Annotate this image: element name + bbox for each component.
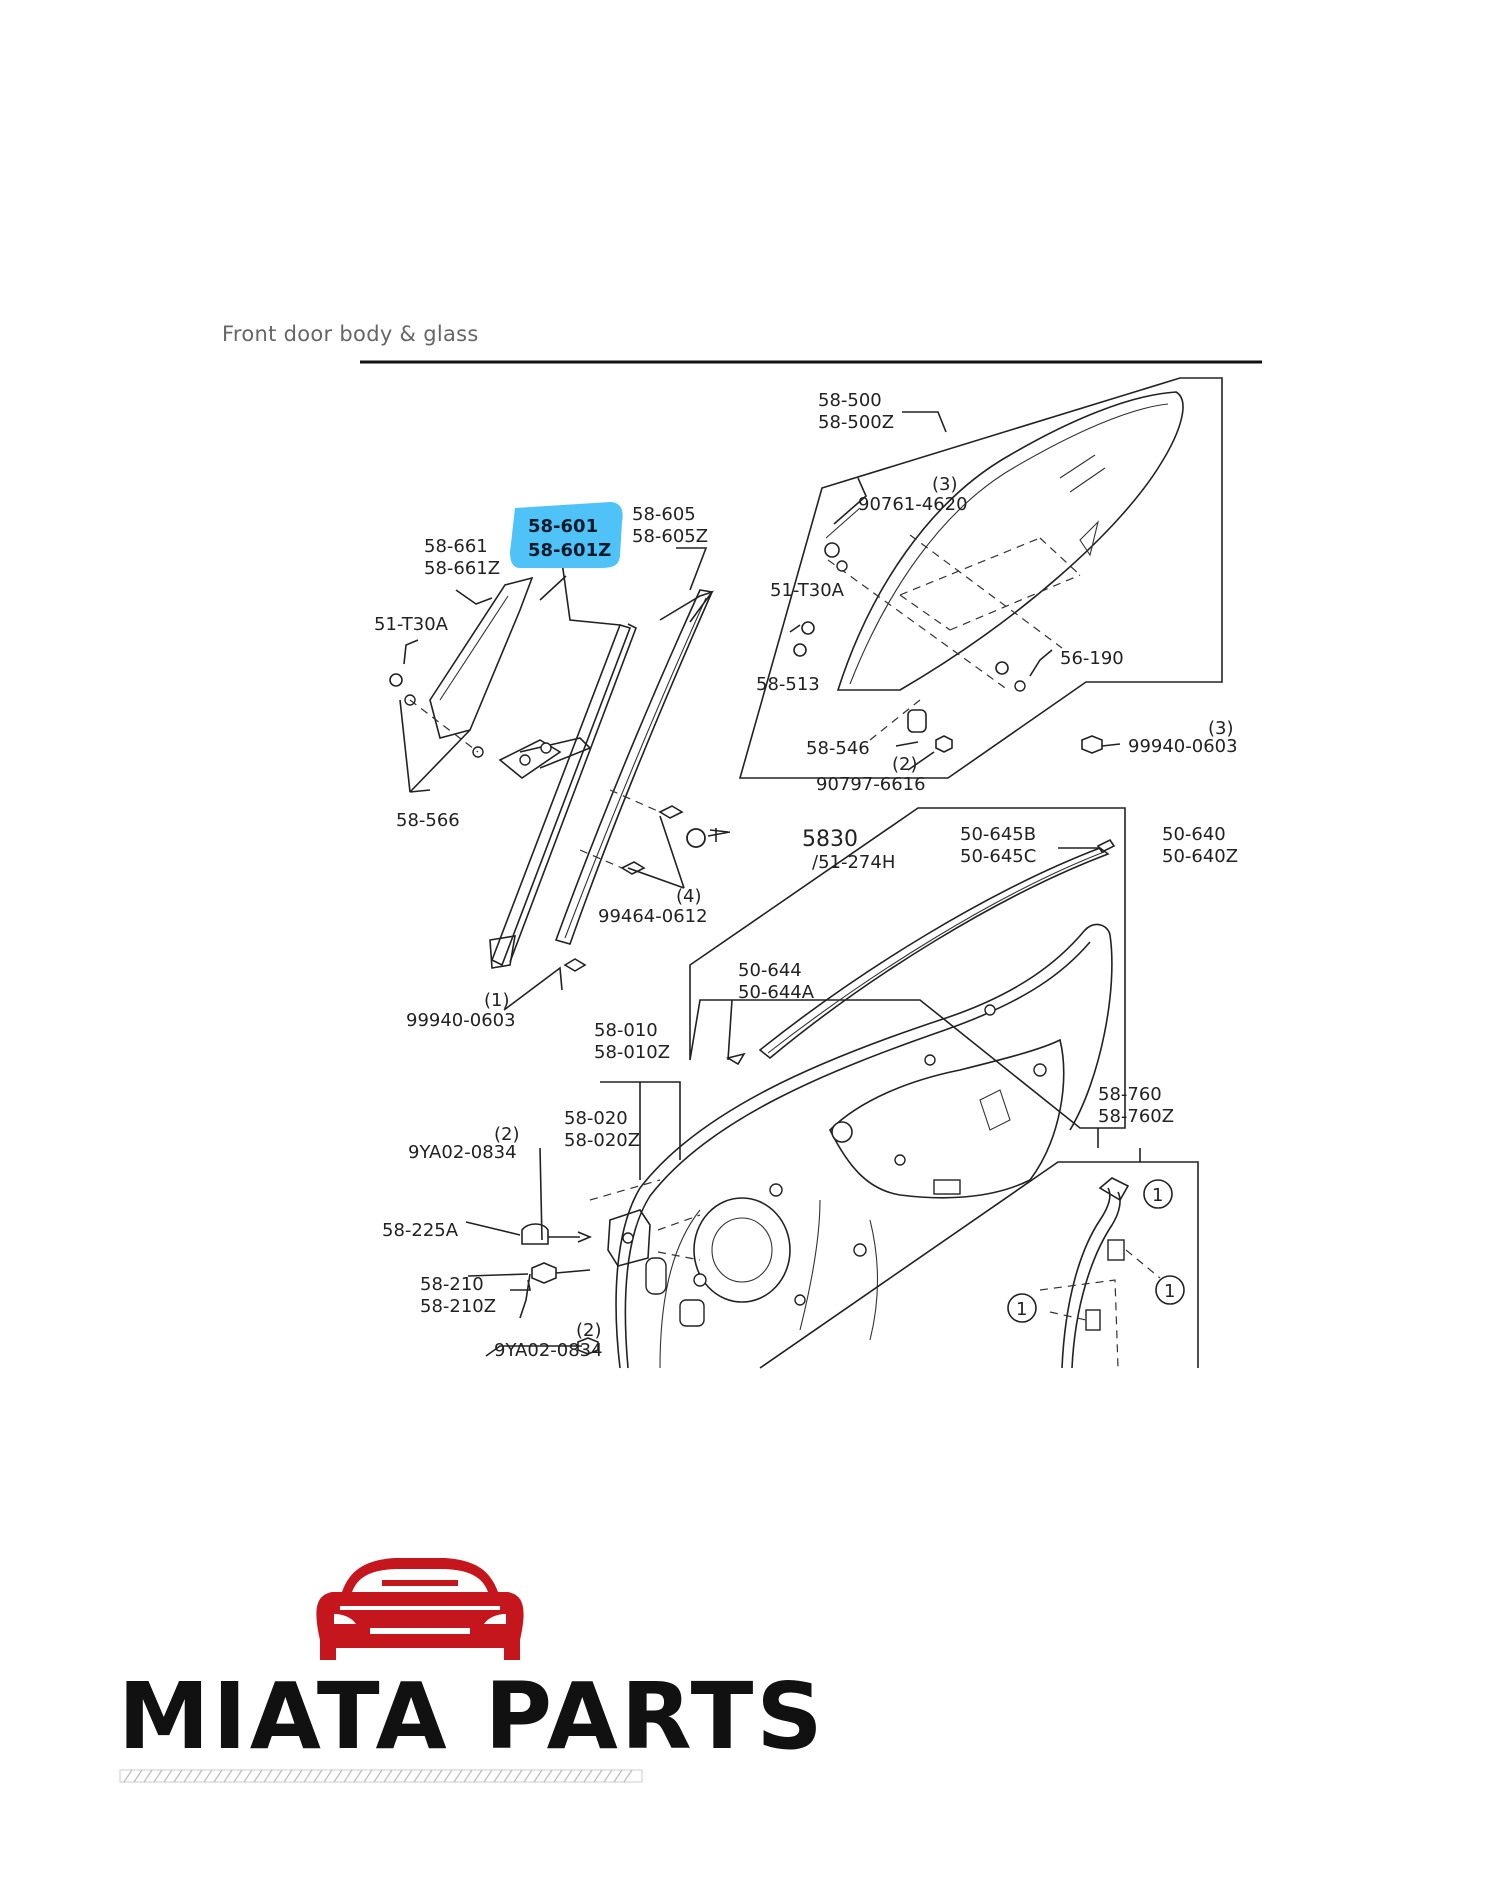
wiring-harness-box bbox=[759, 1161, 1199, 1369]
callout-50-640: 50-640 bbox=[1162, 824, 1226, 845]
bolt-group-99464 bbox=[563, 789, 731, 972]
callout-90797: 90797-6616 bbox=[816, 774, 926, 795]
callout-58-500: 58-500 bbox=[818, 390, 882, 411]
callout-51-t30a-left: 51-T30A bbox=[374, 614, 449, 635]
car-logo-icon bbox=[316, 1558, 524, 1660]
highlighted-part-callout[interactable]: 58-601 58-601Z bbox=[510, 502, 623, 568]
brand-logo: MIATA PARTS bbox=[118, 1558, 826, 1783]
brand-underline bbox=[119, 1769, 643, 1783]
callout-50-644a: 50-644A bbox=[738, 982, 815, 1003]
callout-9ya02-bottom: 9YA02-0834 bbox=[494, 1340, 603, 1361]
callout-58-225a: 58-225A bbox=[382, 1220, 459, 1241]
highlight-marker bbox=[510, 502, 623, 568]
callout-58-605: 58-605 bbox=[632, 504, 696, 525]
callout-99940-left-qty: (1) bbox=[484, 990, 510, 1011]
callout-99940-left: 99940-0603 bbox=[406, 1010, 516, 1031]
callout-58-760: 58-760 bbox=[1098, 1084, 1162, 1105]
callout-9ya02-top-qty: (2) bbox=[494, 1124, 520, 1145]
callout-58-210z: 58-210Z bbox=[420, 1296, 496, 1317]
callout-51-274h: /51-274H bbox=[812, 852, 895, 873]
callout-9ya02-top: 9YA02-0834 bbox=[408, 1142, 517, 1163]
circle-ref-1a: 1 bbox=[1152, 1185, 1163, 1206]
callout-58-020: 58-020 bbox=[564, 1108, 628, 1129]
callout-58-010z: 58-010Z bbox=[594, 1042, 670, 1063]
callout-58-661: 58-661 bbox=[424, 536, 488, 557]
glass-run-channel bbox=[554, 589, 715, 945]
callout-58-760z: 58-760Z bbox=[1098, 1106, 1174, 1127]
callout-58-020z: 58-020Z bbox=[564, 1130, 640, 1151]
callout-5830: 5830 bbox=[802, 827, 858, 852]
callout-99464-qty: (4) bbox=[676, 886, 702, 907]
callout-labels: 58-500 58-500Z 58-605 58-605Z 58-661 58-… bbox=[374, 390, 1238, 1361]
callout-58-513: 58-513 bbox=[756, 674, 820, 695]
callout-58-566: 58-566 bbox=[396, 810, 460, 831]
weatherstrip-box bbox=[689, 807, 1126, 1129]
circle-ref-1c: 1 bbox=[1016, 1299, 1027, 1320]
page-title: Front door body & glass bbox=[222, 322, 479, 346]
leader-lines bbox=[399, 411, 1141, 1357]
callout-58-010: 58-010 bbox=[594, 1020, 658, 1041]
callout-50-644: 50-644 bbox=[738, 960, 802, 981]
highlight-part-number: 58-601 bbox=[528, 516, 598, 537]
highlight-part-number-alt: 58-601Z bbox=[528, 540, 611, 561]
vent-window-glass bbox=[389, 576, 534, 758]
callout-58-546: 58-546 bbox=[806, 738, 870, 759]
callout-50-640z: 50-640Z bbox=[1162, 846, 1238, 867]
callout-50-645b: 50-645B bbox=[960, 824, 1036, 845]
door-hinge-parts bbox=[521, 1209, 701, 1355]
callout-90797-qty: (2) bbox=[892, 754, 918, 775]
door-shell bbox=[589, 923, 1113, 1369]
callout-90761: 90761-4620 bbox=[858, 494, 968, 515]
callout-50-645c: 50-645C bbox=[960, 846, 1036, 867]
callout-90761-qty: (3) bbox=[932, 474, 958, 495]
callout-58-605z: 58-605Z bbox=[632, 526, 708, 547]
callout-51-t30a-right: 51-T30A bbox=[770, 580, 845, 601]
brand-name: MIATA PARTS bbox=[118, 1663, 826, 1770]
circle-ref-1b: 1 bbox=[1164, 1281, 1175, 1302]
callout-58-210: 58-210 bbox=[420, 1274, 484, 1295]
callout-58-661z: 58-661Z bbox=[424, 558, 500, 579]
callout-99464: 99464-0612 bbox=[598, 906, 708, 927]
callout-58-500z: 58-500Z bbox=[818, 412, 894, 433]
callout-99940-right-qty: (3) bbox=[1208, 718, 1234, 739]
callout-99940-right: 99940-0603 bbox=[1128, 736, 1238, 757]
callout-56-190: 56-190 bbox=[1060, 648, 1124, 669]
door-glass-box bbox=[738, 377, 1223, 779]
division-bar bbox=[489, 623, 638, 969]
callout-9ya02-bottom-qty: (2) bbox=[576, 1320, 602, 1341]
